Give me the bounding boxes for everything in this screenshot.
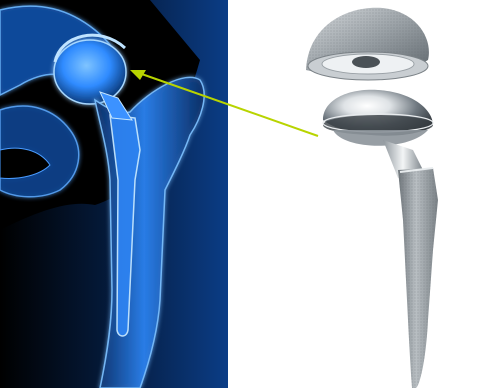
femoral-ball-head — [323, 90, 433, 146]
femoral-head-ball — [54, 40, 126, 104]
hip-implant-illustration — [228, 0, 501, 388]
femoral-stem — [398, 168, 438, 388]
xray-hip-panel — [0, 0, 228, 388]
xray-hip-illustration — [0, 0, 228, 388]
implant-photo-panel — [228, 0, 501, 388]
acetabular-shell — [306, 8, 429, 80]
